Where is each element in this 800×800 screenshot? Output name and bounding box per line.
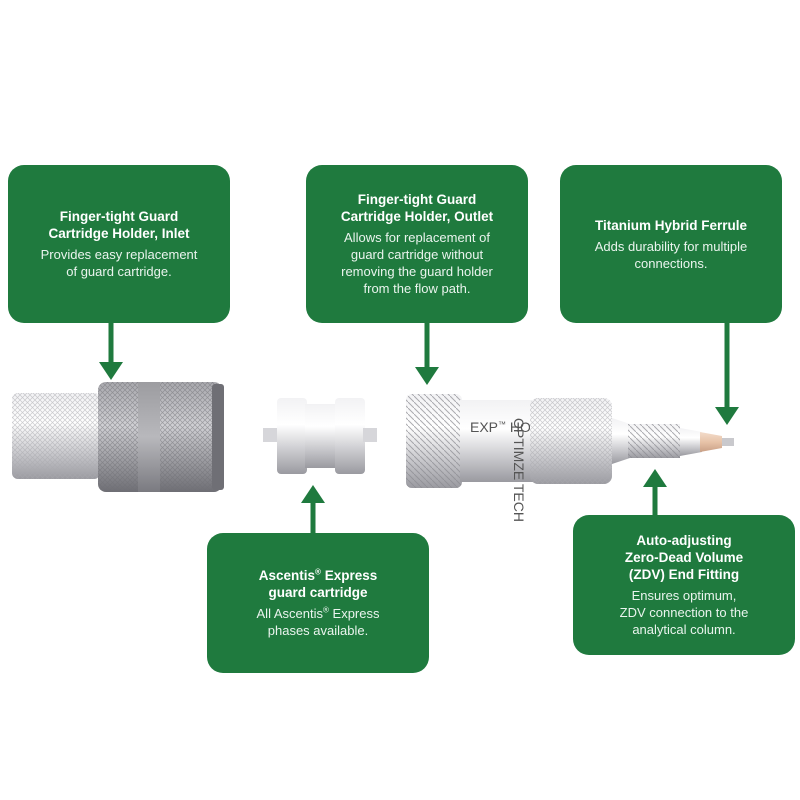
callout-ferrule-description: Adds durability for multiple connections… xyxy=(594,238,748,271)
callout-titanium-ferrule: Titanium Hybrid Ferrule Adds durability … xyxy=(560,165,782,323)
callout-inlet-title: Finger-tight Guard Cartridge Holder, Inl… xyxy=(48,209,190,241)
callout-zdv-end-fitting: Auto-adjusting Zero-Dead Volume (ZDV) En… xyxy=(573,515,795,655)
callout-outlet-title: Finger-tight Guard Cartridge Holder, Out… xyxy=(340,192,494,224)
inlet-holder-light-knurl xyxy=(12,393,100,479)
inlet-holder-rim xyxy=(212,384,224,490)
callout-outlet-description: Allows for replacement of guard cartridg… xyxy=(341,230,493,296)
guard-cartridge-part xyxy=(263,398,377,474)
callout-outlet-holder: Finger-tight Guard Cartridge Holder, Out… xyxy=(306,165,528,323)
callout-ferrule-title: Titanium Hybrid Ferrule xyxy=(594,217,748,233)
callout-zdv-title: Auto-adjusting Zero-Dead Volume (ZDV) En… xyxy=(624,533,744,582)
ferrule-tip xyxy=(722,438,734,446)
zdv-thread-pattern xyxy=(628,424,680,458)
outlet-holder-taper xyxy=(612,418,630,464)
arrow-ferrule xyxy=(715,323,739,425)
titanium-hybrid-ferrule xyxy=(700,432,722,452)
callout-cartridge-description: All Ascentis® Express phases available. xyxy=(256,605,380,638)
outlet-holder-threads xyxy=(406,394,462,488)
cartridge-body xyxy=(305,404,337,468)
cartridge-left-tip xyxy=(263,428,279,442)
zdv-fitting-nose xyxy=(680,428,702,456)
callout-inlet-holder: Finger-tight Guard Cartridge Holder, Inl… xyxy=(8,165,230,323)
callout-zdv-description: Ensures optimum, ZDV connection to the a… xyxy=(619,588,749,637)
cartridge-right-tip xyxy=(363,428,377,442)
arrow-outlet xyxy=(415,323,439,385)
callout-guard-cartridge: Ascentis® Express guard cartridge All As… xyxy=(207,533,429,673)
cartridge-left-shoulder xyxy=(277,398,307,474)
cartridge-right-shoulder xyxy=(335,398,365,474)
outlet-holder-grip-knurl xyxy=(530,398,612,484)
callout-inlet-description: Provides easy replacement of guard cartr… xyxy=(40,247,198,279)
arrow-cartridge xyxy=(301,485,325,533)
outlet-holder-body xyxy=(460,400,536,482)
arrow-inlet xyxy=(99,323,123,380)
arrow-zdv xyxy=(643,469,667,515)
inlet-guard-holder xyxy=(12,382,224,492)
inlet-holder-band xyxy=(138,382,160,492)
callout-cartridge-title: Ascentis® Express guard cartridge xyxy=(258,567,378,600)
engraving-line2: OPTIMZE TECH xyxy=(511,418,527,522)
outlet-guard-holder: EXP™ HOL OPTIMZE TECH xyxy=(406,394,734,522)
